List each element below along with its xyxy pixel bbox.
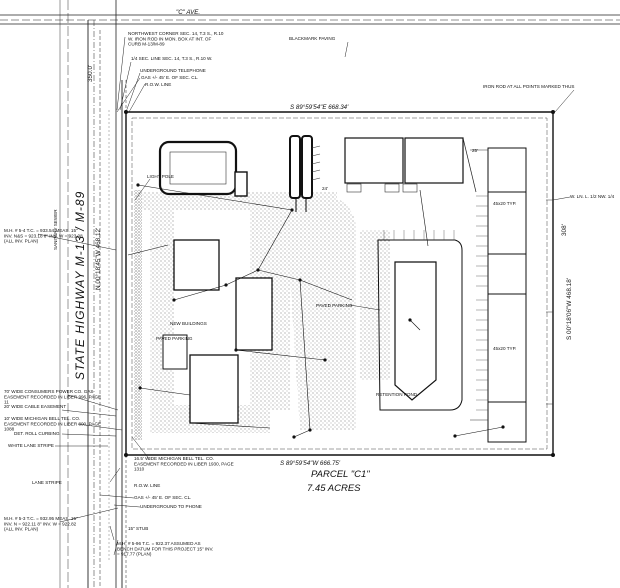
- highway-label: STATE HIGHWAY M-13 / M-89: [73, 191, 87, 380]
- michigan-bell-easement-1: 10' WIDE MICHIGAN BELL TEL. CO.EASEMENT …: [4, 416, 101, 432]
- underground-telephone-label: UNDERGROUND TELEPHONE: [140, 68, 206, 73]
- traverse-lines: [127, 184, 504, 438]
- left-annotations: M.H. # 5-4 T.C. = 933.54 MEAS. 15"INV. N…: [4, 228, 234, 557]
- gas-note: GAS +/- 45' E. OF SEC. CL.: [141, 75, 198, 80]
- cable-easement: 20' WIDE CABLE EASEMENT: [4, 404, 66, 409]
- manhole-1-note: M.H. # 5-4 T.C. = 933.54 MEAS. 15"INV. N…: [4, 228, 83, 244]
- row-line-e-label: W. LN. L. 1/2 NW. 1/4: [570, 194, 615, 199]
- sanitary-sewer-label: SANITARY SEWER: [53, 209, 58, 250]
- blackmark-paving-label: BLACKMARK PAVING: [289, 36, 336, 41]
- northeast-buildings: 24': [322, 137, 477, 193]
- row-line-2-label: R.O.W. LINE: [134, 483, 160, 488]
- parking-strip: 45x20 TYP. 45x20 TYP.: [476, 147, 527, 443]
- north-bearing: S 89°59'54"E 668.34': [290, 104, 349, 111]
- stall-label-a: 45x20 TYP.: [493, 201, 516, 206]
- center-buildings: NEW BUILDINGS PAVED PARKING: [156, 239, 273, 424]
- sec-line-label: 1/4 SEC. LINE SEC. 14, T.3 S., R.10 W.: [131, 56, 212, 61]
- retention-pond-label: RETENTION POND: [376, 392, 418, 397]
- highway-corridor: STATE HIGHWAY M-13 / M-89 N 00°18'45"W 4…: [53, 0, 127, 588]
- paved-parking-label: PAVED PARKING: [156, 336, 193, 341]
- roll-curbing-label: DET. ROLL CURBING: [14, 431, 60, 436]
- row-line-label: R.O.W. LINE: [145, 82, 171, 87]
- canopy-islands: [289, 135, 321, 212]
- dim-24: 24': [322, 186, 328, 191]
- street-label: "C" AVE.: [176, 9, 200, 16]
- dim-308: 308': [561, 224, 568, 236]
- dim-350: 350.0': [87, 65, 94, 82]
- c-avenue: "C" AVE.: [0, 9, 620, 25]
- michigan-bell-easement-2: 16.5' WIDE MICHIGAN BELL TEL. CO.EASEMEN…: [134, 456, 234, 472]
- stall-label-b: 45x20 TYP.: [493, 346, 516, 351]
- white-lane-stripe-label: WHITE LANE STRIPE: [8, 443, 54, 448]
- stub-label: 15" STUB: [128, 526, 148, 531]
- paved-parking-label-2: PAVED PARKING: [316, 303, 353, 308]
- east-bearing: S 00°18'06"W 468.18': [565, 278, 573, 340]
- gas-note-2: GAS +/- 45' E. OF SEC. CL.: [134, 495, 191, 500]
- parcel-boundary: S 89°59'54"E 668.34' S 89°59'54"W 666.75…: [125, 104, 573, 494]
- south-bearing: S 89°59'54"W 666.75': [280, 460, 341, 467]
- iron-rod-note: IRON ROD AT ALL POINTS MARKED THUS: [483, 84, 574, 89]
- leader-lines: [37, 36, 575, 556]
- manhole-2-note: M.H. # 5-3 T.C. = 932.95 MEAS. 15"INV. N…: [4, 516, 78, 532]
- underground-phone-label: UNDERGROUND TO PHONE: [140, 504, 202, 509]
- highway-bearing: N 00°18'45"W 468.12': [94, 228, 102, 290]
- kiosk-building: [158, 140, 248, 197]
- new-buildings-label: NEW BUILDINGS: [170, 321, 207, 326]
- parcel-name: PARCEL "C1": [311, 469, 370, 480]
- dim-25: 25': [472, 148, 478, 153]
- east-parking-lot: RETENTION POND PAVED PARKING: [316, 230, 463, 411]
- light-pole-label: LIGHT POLE: [147, 174, 174, 179]
- dimension-ticks: [470, 149, 553, 421]
- paved-areas: [134, 190, 390, 440]
- parcel-area: 7.45 ACRES: [307, 483, 361, 494]
- lane-stripe-label: LANE STRIPE: [32, 480, 62, 485]
